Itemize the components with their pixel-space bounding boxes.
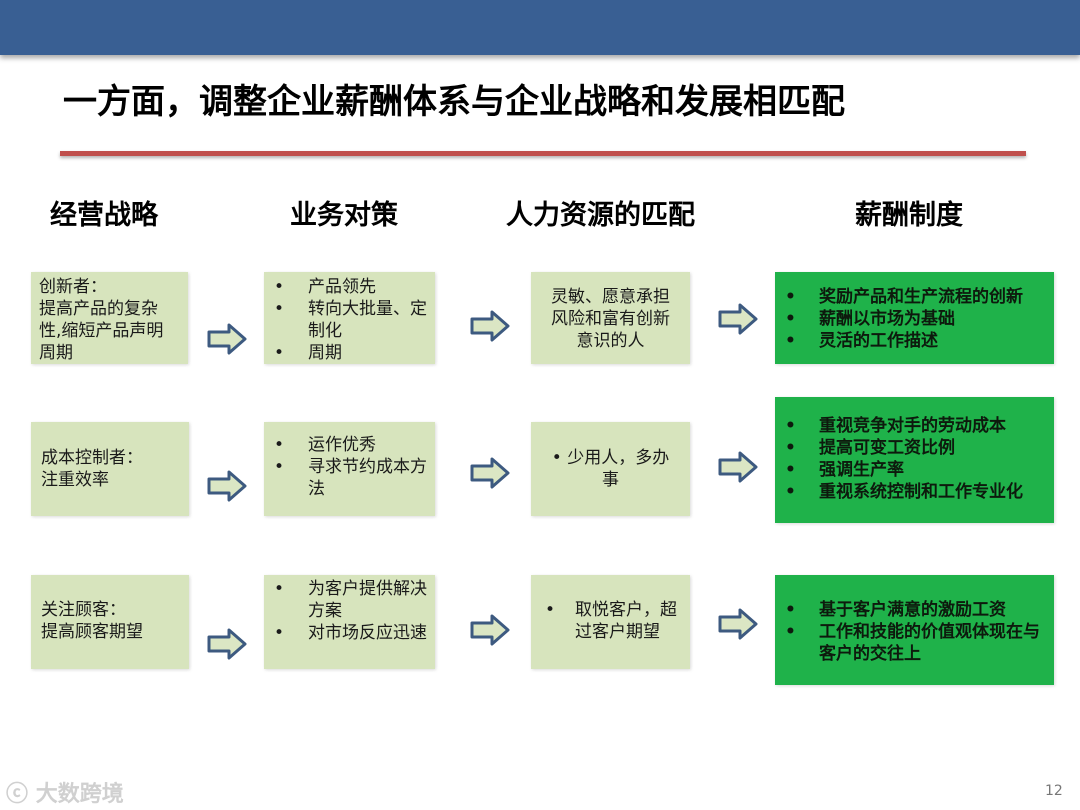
right-arrow-icon <box>718 451 758 483</box>
right-arrow-icon <box>718 303 758 335</box>
box-line: 成本控制者： <box>41 448 143 468</box>
pay-box-innovator: •奖励产品和生产流程的创新 •薪酬以市场为基础 •灵活的工作描述 <box>775 272 1054 364</box>
bullet-item: •周期 <box>274 343 342 363</box>
bullet-item: •对市场反应迅速 <box>274 623 427 643</box>
right-arrow-icon <box>207 470 247 502</box>
business-box-customer-focus: •为客户提供解决方案 •对市场反应迅速 <box>264 575 435 669</box>
right-arrow-icon <box>718 608 758 640</box>
pay-box-customer-focus: •基于客户满意的激励工资 •工作和技能的价值观体现在与客户的交往上 <box>775 575 1054 685</box>
column-header-business: 业务对策 <box>290 200 398 231</box>
bullet-item: •重视竞争对手的劳动成本 <box>785 416 1006 436</box>
right-arrow-icon <box>470 614 510 646</box>
box-line: 提高产品的复杂 <box>39 299 158 319</box>
hr-box-customer-focus: •取悦客户，超 过客户期望 <box>531 575 690 669</box>
bullet-item: •强调生产率 <box>785 460 904 480</box>
business-box-innovator: •产品领先 •转向大批量、定制化 •周期 <box>264 272 435 364</box>
strategy-box-customer-focus: 关注顾客： 提高顾客期望 <box>31 575 189 669</box>
watermark-text: 大数跨境 <box>35 782 124 807</box>
box-line: 关注顾客： <box>41 600 126 620</box>
bullet-item: •基于客户满意的激励工资 <box>785 600 1006 620</box>
right-arrow-icon <box>470 310 510 342</box>
column-header-pay: 薪酬制度 <box>855 200 963 231</box>
box-line: 灵敏、愿意承担 <box>551 287 670 307</box>
bullet-item: •转向大批量、定制化 <box>274 299 427 341</box>
bullet-item: •运作优秀 <box>274 435 376 455</box>
hr-box-cost-controller: • 少用人，多办 事 <box>531 422 690 516</box>
right-arrow-icon <box>470 457 510 489</box>
bullet-item: •寻求节约成本方法 <box>274 457 427 499</box>
top-banner <box>0 0 1080 55</box>
right-arrow-icon <box>207 628 247 660</box>
bullet-item: •薪酬以市场为基础 <box>785 309 955 329</box>
watermark-logo: ⓒ 大数跨境 <box>6 776 124 808</box>
right-arrow-icon <box>207 323 247 355</box>
box-line: 意识的人 <box>576 331 645 351</box>
slide-title: 一方面，调整企业薪酬体系与企业战略和发展相匹配 <box>63 82 845 122</box>
bullet-item: •奖励产品和生产流程的创新 <box>785 287 1023 307</box>
title-underline <box>60 151 1026 156</box>
column-header-strategy: 经营战略 <box>50 200 158 231</box>
bullet-item: •工作和技能的价值观体现在与客户的交往上 <box>785 622 1040 664</box>
pay-box-cost-controller: •重视竞争对手的劳动成本 •提高可变工资比例 •强调生产率 •重视系统控制和工作… <box>775 397 1054 523</box>
bullet-item: •提高可变工资比例 <box>785 438 955 458</box>
logo-icon: ⓒ <box>6 782 29 807</box>
box-line: • 少用人，多办 <box>551 448 670 468</box>
business-box-cost-controller: •运作优秀 •寻求节约成本方法 <box>264 422 435 516</box>
bullet-item: •灵活的工作描述 <box>785 331 938 351</box>
strategy-box-innovator: 创新者： 提高产品的复杂 性,缩短产品声明 周期 <box>31 272 188 364</box>
bullet-item: •为客户提供解决方案 <box>274 579 427 621</box>
column-header-hr: 人力资源的匹配 <box>506 200 695 231</box>
hr-box-innovator: 灵敏、愿意承担 风险和富有创新 意识的人 <box>531 272 690 364</box>
box-line: 提高顾客期望 <box>41 622 143 642</box>
box-line: 周期 <box>39 343 73 363</box>
bullet-item: •产品领先 <box>274 277 376 297</box>
bullet-item: •取悦客户，超 过客户期望 <box>545 600 677 642</box>
strategy-box-cost-controller: 成本控制者： 注重效率 <box>31 422 189 516</box>
box-line: 风险和富有创新 <box>551 309 670 329</box>
page-number: 12 <box>1045 783 1063 799</box>
box-line: 性,缩短产品声明 <box>39 321 164 341</box>
box-line: 创新者： <box>39 277 107 297</box>
box-line: 事 <box>602 470 619 490</box>
box-line: 注重效率 <box>41 470 109 490</box>
bullet-item: •重视系统控制和工作专业化 <box>785 482 1023 502</box>
